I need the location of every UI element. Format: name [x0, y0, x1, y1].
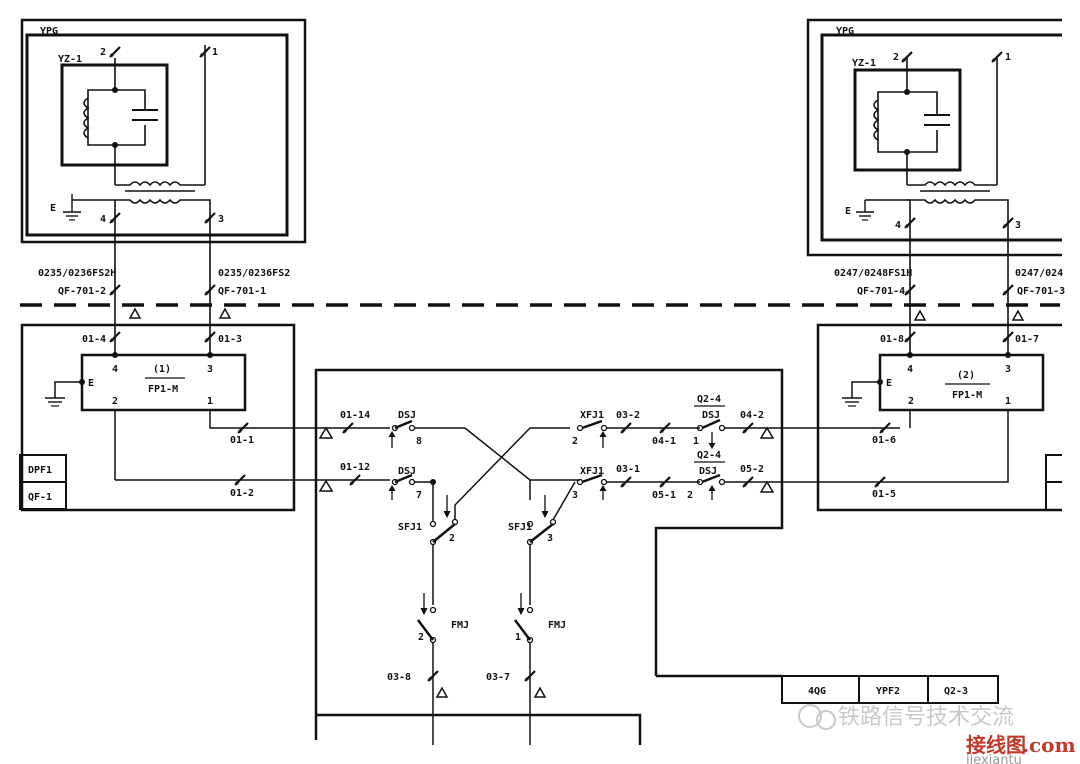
right-qf-left: QF-701-4: [857, 286, 905, 297]
fmj-left-num: 2: [418, 632, 424, 643]
fmj-right-label: FMJ: [548, 620, 566, 631]
table-cell-q2-3: Q2-3: [944, 686, 968, 697]
t-03-2: 03-2: [616, 410, 640, 421]
left-fp-area: 01-4 01-3 4 3 2 1 (1) FP1-M E 01-1 01-2: [20, 323, 390, 512]
watermark-text: 铁路信号技术交流: [838, 705, 1014, 730]
sfj-left-label: SFJ1: [398, 522, 422, 533]
left-t-01-2: 01-2: [230, 488, 254, 499]
left-fp-number: (1): [153, 364, 171, 375]
t-03-7: 03-7: [486, 672, 510, 683]
dsj-c-num: 1: [693, 436, 699, 447]
table-cell-4qg: 4QG: [808, 686, 826, 697]
table-cell-qf1: QF-1: [28, 492, 52, 503]
watermark-site-com: .com: [1022, 733, 1076, 757]
left-term-1: 1: [212, 47, 218, 58]
left-triangle-marker: [128, 307, 142, 319]
t-05-2: 05-2: [740, 464, 764, 475]
left-fp-label: FP1-M: [148, 384, 178, 395]
right-fp-pin-2: 2: [908, 396, 914, 407]
bottom-table: 4QG YPF2 Q2-3: [656, 674, 999, 704]
left-fp-pin-2: 2: [112, 396, 118, 407]
dsj-a-num: 8: [416, 436, 422, 447]
left-cable-label-right: 0235/0236FS2: [218, 268, 290, 279]
right-fp-e: E: [886, 378, 892, 389]
left-term-2: 2: [100, 47, 106, 58]
watermark: 铁路信号技术交流 接线图 .com jiexiantu: [798, 704, 1076, 764]
table-cell-dpf1: DPF1: [28, 465, 52, 476]
xfj-b-label: XFJ1: [580, 466, 604, 477]
sfj-left-num: 2: [449, 533, 455, 544]
fmj-right-num: 1: [515, 632, 521, 643]
right-fp-number: (2): [957, 370, 975, 381]
left-t-01-1: 01-1: [230, 435, 254, 446]
right-t-01-5: 01-5: [872, 489, 896, 500]
left-mini-table: DPF1 QF-1: [19, 454, 67, 510]
t-04-1: 04-1: [652, 436, 676, 447]
t-03-1: 03-1: [616, 464, 640, 475]
right-fp-label: FP1-M: [952, 390, 982, 401]
xfj-a-label: XFJ1: [580, 410, 604, 421]
right-yz-label: YZ-1: [852, 58, 876, 69]
dsj-a-label: DSJ: [398, 410, 416, 421]
right-fp-area: 01-8 01-7 4 3 2 1 (2) FP1-M E 01-6 01-5: [816, 323, 1062, 512]
left-cable-label: 0235/0236FS2H: [38, 268, 116, 279]
dsj-d-label: DSJ: [699, 466, 717, 477]
right-fp-pin-4: 4: [907, 364, 913, 375]
right-term-1: 1: [1005, 52, 1011, 63]
left-qf-right: QF-701-1: [218, 286, 266, 297]
left-earth-label: E: [50, 203, 56, 214]
right-ypg-label: YPG: [836, 26, 854, 37]
t-03-8: 03-8: [387, 672, 411, 683]
left-fp-pin-3: 3: [207, 364, 213, 375]
right-t-01-7: 01-7: [1015, 334, 1039, 345]
xfj-b-num: 3: [572, 490, 578, 501]
right-fp-pin-1: 1: [1005, 396, 1011, 407]
right-qf-right: QF-701-3: [1017, 286, 1065, 297]
right-fp1-box: [878, 353, 1045, 412]
left-fp-pin-4: 4: [112, 364, 118, 375]
left-t-01-4: 01-4: [82, 334, 106, 345]
q2-4-a: Q2-4: [697, 394, 721, 405]
right-cable-label: 0247/0248FS1H: [834, 268, 912, 279]
right-term-2: 2: [893, 52, 899, 63]
left-t-01-3: 01-3: [218, 334, 242, 345]
t-01-14: 01-14: [340, 410, 370, 421]
fmj-left-label: FMJ: [451, 620, 469, 631]
dsj-d-num: 2: [687, 490, 693, 501]
right-earth-label: E: [845, 206, 851, 217]
left-yz-label: YZ-1: [58, 54, 82, 65]
left-term-4: 4: [100, 214, 106, 225]
left-qf-left: QF-701-2: [58, 286, 106, 297]
left-ypg-label: YPG: [40, 26, 58, 37]
t-05-1: 05-1: [652, 490, 676, 501]
right-ypg-box: YPG YZ-1 E 2 1 4 3: [806, 18, 1062, 257]
t-01-12: 01-12: [340, 462, 370, 473]
xfj-a-num: 2: [572, 436, 578, 447]
left-fp-e: E: [88, 378, 94, 389]
right-t-01-6: 01-6: [872, 435, 896, 446]
q2-4-b: Q2-4: [697, 450, 721, 461]
center-relay-box: 01-14 DSJ 8 01-12 DSJ 7 SFJ1 2 FMJ: [314, 368, 910, 745]
right-term-4: 4: [895, 220, 901, 231]
sfj-right-label: SFJ1: [508, 522, 532, 533]
right-fp-pin-3: 3: [1005, 364, 1011, 375]
left-fp-pin-1: 1: [207, 396, 213, 407]
dsj-b-num: 7: [416, 490, 422, 501]
left-term-3: 3: [218, 214, 224, 225]
right-term-3: 3: [1015, 220, 1021, 231]
left-ypg-box: YPG YZ-1 E 2 1 4 3: [20, 18, 307, 244]
watermark-site-url: jiexiantu: [965, 753, 1022, 764]
dsj-c-label: DSJ: [702, 410, 720, 421]
right-t-01-8: 01-8: [880, 334, 904, 345]
right-cable-label-right: 0247/024: [1015, 268, 1063, 279]
t-04-2: 04-2: [740, 410, 764, 421]
watermark-site-cn: 接线图: [966, 733, 1026, 757]
sfj-right-num: 3: [547, 533, 553, 544]
table-cell-ypf2: YPF2: [876, 686, 900, 697]
dsj-b-label: DSJ: [398, 466, 416, 477]
